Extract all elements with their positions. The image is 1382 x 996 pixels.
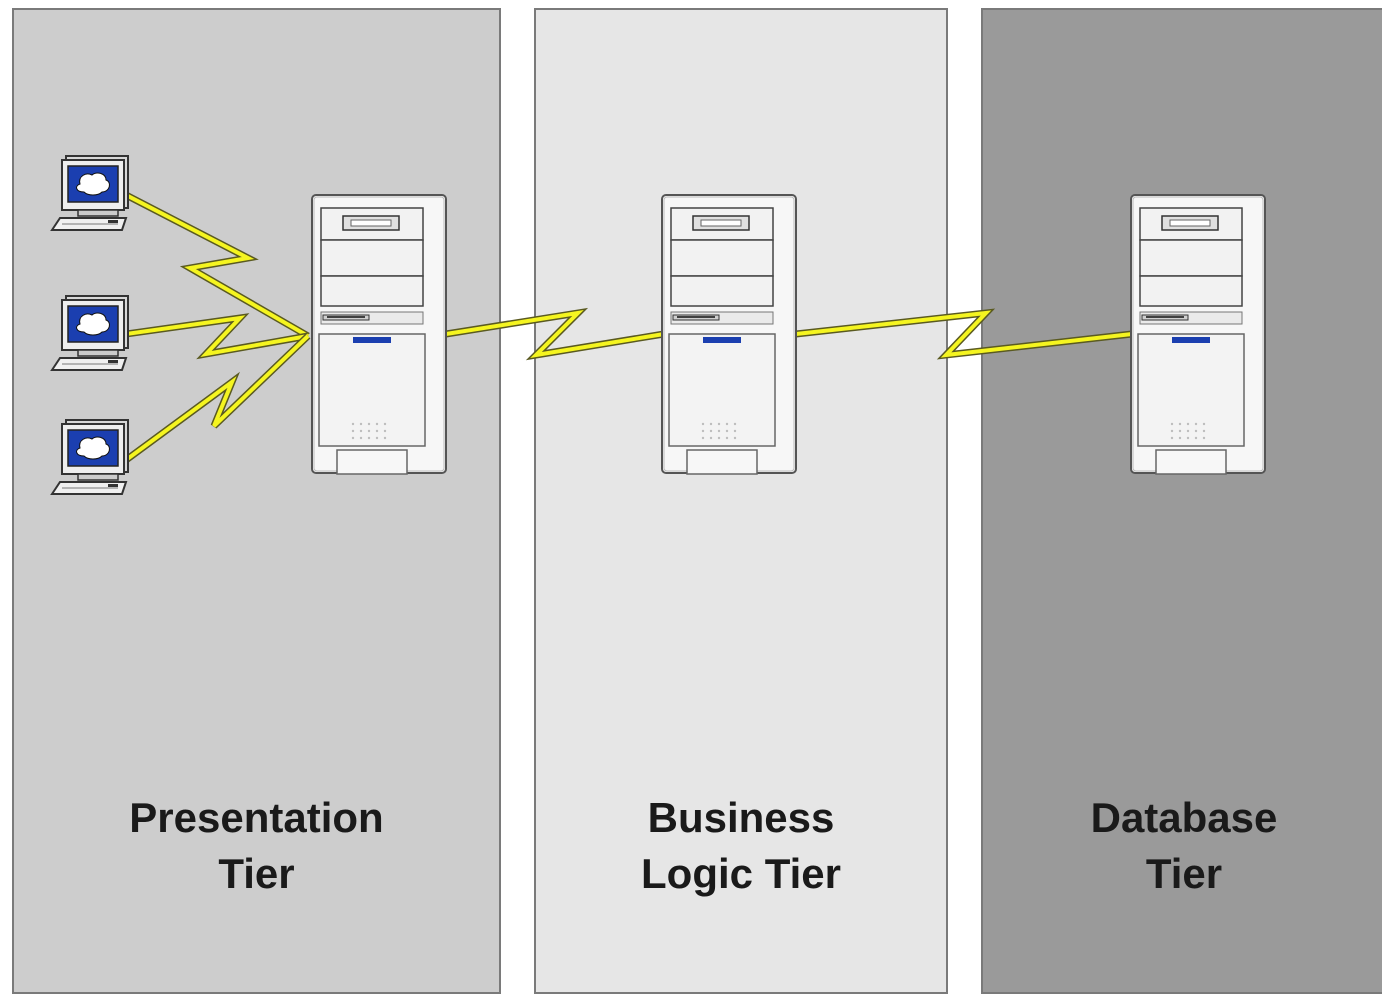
client-computer-icon xyxy=(51,295,129,371)
server-tower-icon xyxy=(311,194,447,475)
database-tier-panel: Database Tier xyxy=(981,8,1382,994)
client-computer-icon xyxy=(51,155,129,231)
presentation-tier-label-line1: Presentation xyxy=(129,794,384,841)
lightning-link-icon xyxy=(795,308,1133,360)
lightning-link-icon xyxy=(445,307,665,361)
server-tower-icon xyxy=(661,194,797,475)
presentation-tier-label-line2: Tier xyxy=(218,850,295,897)
business-logic-tier-label-line2: Logic Tier xyxy=(641,850,841,897)
presentation-tier-label: Presentation Tier xyxy=(14,790,499,902)
lightning-link-icon xyxy=(124,191,310,340)
business-logic-tier-label-line1: Business xyxy=(647,794,835,841)
lightning-link-icon xyxy=(123,333,311,463)
client-computer-icon xyxy=(51,419,129,495)
lightning-link-icon xyxy=(125,313,309,360)
database-tier-label-line1: Database xyxy=(1090,794,1278,841)
business-logic-tier-panel: Business Logic Tier xyxy=(534,8,948,994)
business-logic-tier-label: Business Logic Tier xyxy=(536,790,946,902)
database-tier-label: Database Tier xyxy=(983,790,1382,902)
database-tier-label-line2: Tier xyxy=(1145,850,1223,897)
server-tower-icon xyxy=(1130,194,1266,475)
